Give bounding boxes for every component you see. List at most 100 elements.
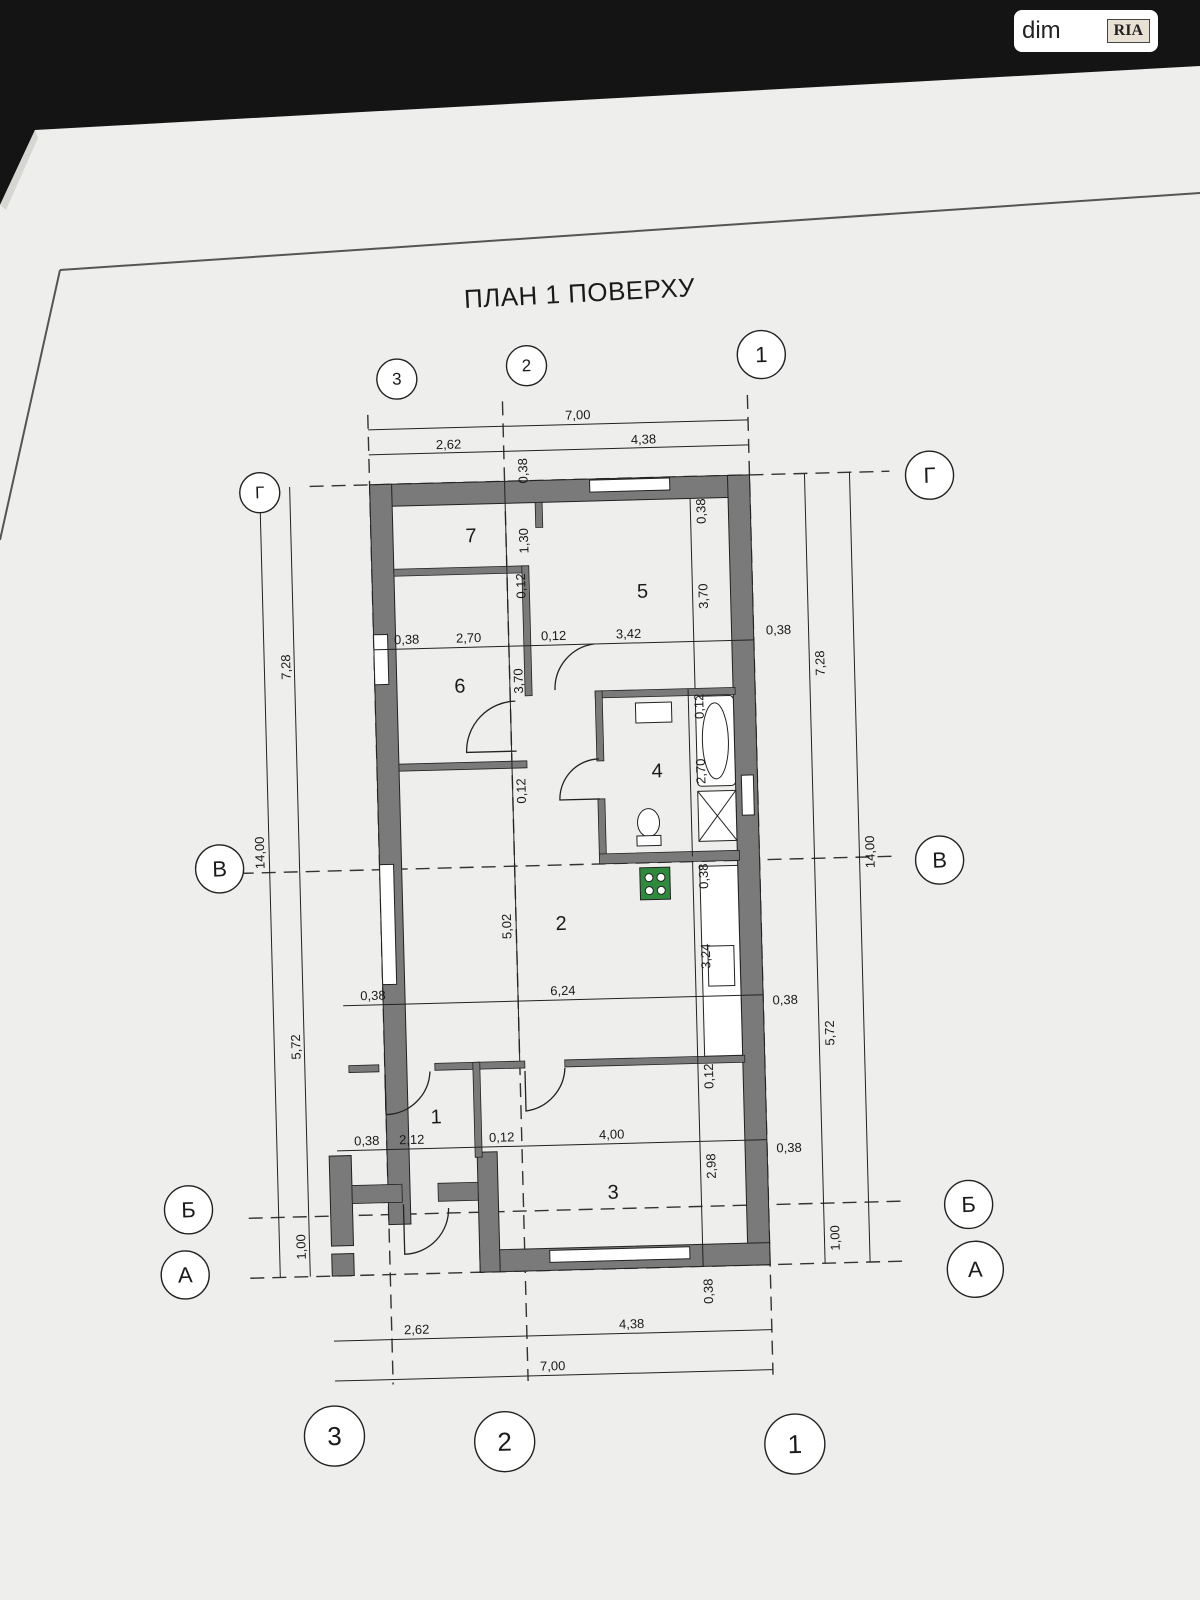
dim-row3-a: 0,38 xyxy=(354,1133,380,1149)
wall-porch-left xyxy=(328,1155,355,1247)
drawing-frame-left xyxy=(0,269,61,541)
room-number-2: 2 xyxy=(555,913,567,935)
dim-row1-e: 0,38 xyxy=(766,622,792,638)
axis-bubble-2-top xyxy=(505,345,548,387)
toilet-tank xyxy=(636,834,662,847)
burner-icon xyxy=(644,873,654,883)
dim-line-left-outer xyxy=(259,487,281,1278)
dim-bottom-left: 2,62 xyxy=(404,1322,430,1338)
kitchen-sink-icon xyxy=(707,944,736,987)
axis-bubble-a-right xyxy=(946,1240,1005,1298)
dim-row2-a: 0,38 xyxy=(360,988,386,1004)
dim-line-row1 xyxy=(373,639,754,651)
plan-drawing: 1 2 3 4 5 6 7 7,00 2,62 4,38 2,62 4,38 7… xyxy=(160,329,1005,1475)
axis-bubble-b-right xyxy=(943,1179,994,1230)
dim-line-axis2-vert xyxy=(504,481,521,1062)
burner-icon xyxy=(656,872,666,882)
dim-line-right-outer xyxy=(848,472,871,1263)
burner-icon xyxy=(644,886,654,896)
axis-bubble-2-bottom xyxy=(473,1410,536,1473)
room-number-7: 7 xyxy=(465,525,477,547)
axis-bubble-v-left xyxy=(194,844,245,894)
room-number-3: 3 xyxy=(607,1182,619,1204)
dim-wall-mid2: 0,12 xyxy=(701,1063,717,1089)
partition-6-hall xyxy=(521,565,533,697)
dim-line-bottom-split xyxy=(333,1329,772,1342)
dim-hall-h: 5,02 xyxy=(499,914,515,940)
dim-line-top-split xyxy=(368,444,749,456)
axis-label-2-top: 2 xyxy=(522,356,532,375)
axis-bubble-3-bottom xyxy=(303,1405,366,1467)
dim-bottom-total: 7,00 xyxy=(540,1358,566,1374)
axis-bubble-3-top xyxy=(376,358,418,400)
axis-line-v xyxy=(239,855,900,875)
watermark-brand: dim xyxy=(1022,17,1061,44)
axis-bubble-v-right xyxy=(914,835,965,885)
dim-row1-b: 2,70 xyxy=(456,630,482,646)
dim-bath-h: 2,70 xyxy=(693,758,709,784)
dim-room7-h: 1,30 xyxy=(516,528,532,554)
room-number-1: 1 xyxy=(430,1106,442,1128)
dim-right-total: 14,00 xyxy=(862,835,878,868)
room-number-5: 5 xyxy=(637,581,649,603)
axis-bubble-g-left xyxy=(239,472,281,514)
door-swing-6 xyxy=(465,700,517,754)
axis-bubble-1-bottom xyxy=(764,1413,826,1475)
dim-line-left-inner xyxy=(289,486,311,1277)
room-number-4: 4 xyxy=(651,760,663,782)
dim-row3-b: 2,12 xyxy=(399,1132,425,1148)
toilet-icon xyxy=(637,808,661,838)
door-swing-5 xyxy=(554,643,594,691)
partition-1-porch xyxy=(351,1183,403,1204)
axis-label-g-left: Г xyxy=(255,483,265,502)
dim-top-right: 4,38 xyxy=(631,431,657,447)
partition-7-5 xyxy=(534,501,544,528)
dim-line-bath-vert xyxy=(687,688,693,857)
dim-row1-d: 3,42 xyxy=(616,626,642,642)
dim-line-room5-vert xyxy=(689,498,696,689)
axis-label-1-top: 1 xyxy=(755,342,768,367)
axis-bubble-a-left xyxy=(160,1250,210,1300)
axis-line-b xyxy=(248,1200,909,1219)
dim-bath-wall: 0,12 xyxy=(691,693,707,719)
dimria-watermark: dim RIA xyxy=(1014,10,1158,52)
partition-2-1 xyxy=(348,1064,380,1074)
dim-line-bottom-total xyxy=(335,1369,773,1382)
burner-icon xyxy=(656,885,666,895)
dim-right-lower: 1,00 xyxy=(827,1225,843,1251)
window-right-4 xyxy=(740,774,755,816)
dim-line-row3 xyxy=(337,1139,767,1152)
axis-bubble-1-top xyxy=(736,329,787,380)
dim-row2-c: 0,38 xyxy=(772,992,798,1008)
partition-4-left2 xyxy=(597,798,607,860)
dim-room5-wall: 0,38 xyxy=(693,498,709,524)
stove-icon xyxy=(639,866,672,901)
axis-bubble-g-right xyxy=(904,450,955,500)
dim-line-row2 xyxy=(343,994,764,1007)
dim-bottom-right: 4,38 xyxy=(619,1316,645,1332)
dim-row3-d: 4,00 xyxy=(599,1126,625,1142)
dim-kitchen-wall: 0,38 xyxy=(696,863,712,889)
door-swing-1a xyxy=(384,1071,431,1116)
dim-left-middle: 5,72 xyxy=(288,1034,304,1060)
partition-porch-right xyxy=(437,1181,479,1202)
bathtub-inner xyxy=(701,702,729,780)
partition-4-bottom xyxy=(598,849,740,865)
axis-label-3-top: 3 xyxy=(392,369,402,388)
dim-room7-wall: 0,12 xyxy=(513,573,529,599)
door-swing-entry xyxy=(402,1204,450,1255)
window-left-6 xyxy=(373,633,390,686)
dim-bottom-wall: 0,38 xyxy=(700,1278,716,1304)
room-number-6: 6 xyxy=(454,675,466,697)
dim-row3-c: 0,12 xyxy=(489,1129,515,1145)
wall-entrance-side xyxy=(476,1151,501,1273)
axis-label-1-bottom: 1 xyxy=(787,1429,802,1459)
partition-3-top xyxy=(564,1054,746,1068)
window-bottom xyxy=(549,1246,691,1263)
dim-top-left: 2,62 xyxy=(436,436,462,452)
dim-room3-h: 2,98 xyxy=(703,1153,719,1179)
axis-label-3-bottom: 3 xyxy=(327,1421,342,1451)
axis-label-v-right: В xyxy=(932,847,947,872)
dim-row2-b: 6,24 xyxy=(550,983,576,999)
